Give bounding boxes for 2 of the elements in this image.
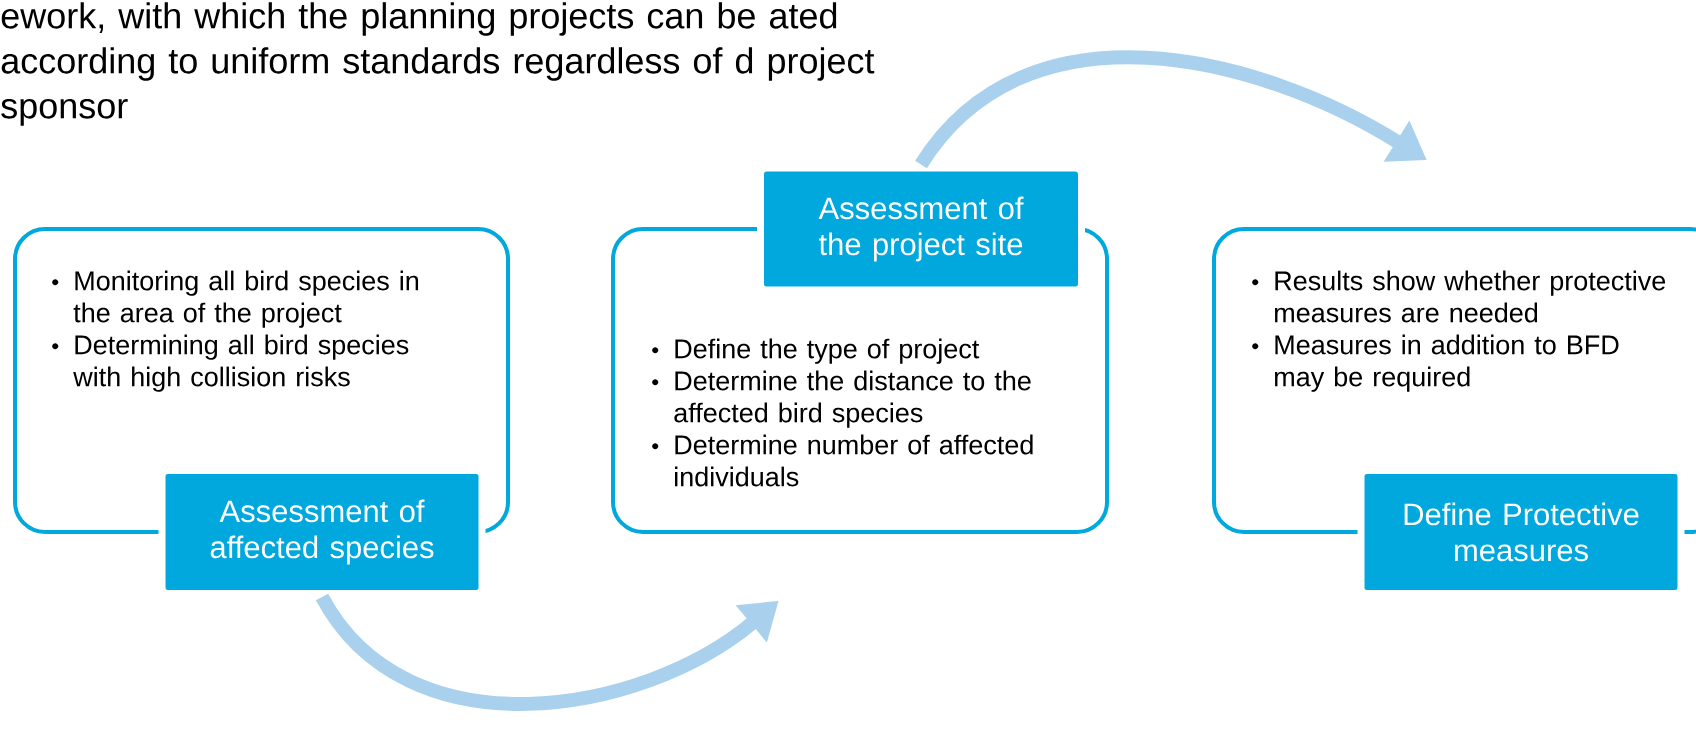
note-text: ework, with which the planning projects can be ated according to uniform standards regardless of d project sponsor (1, 2, 875, 126)
title-box: Define Protective measures (1357, 467, 1685, 597)
